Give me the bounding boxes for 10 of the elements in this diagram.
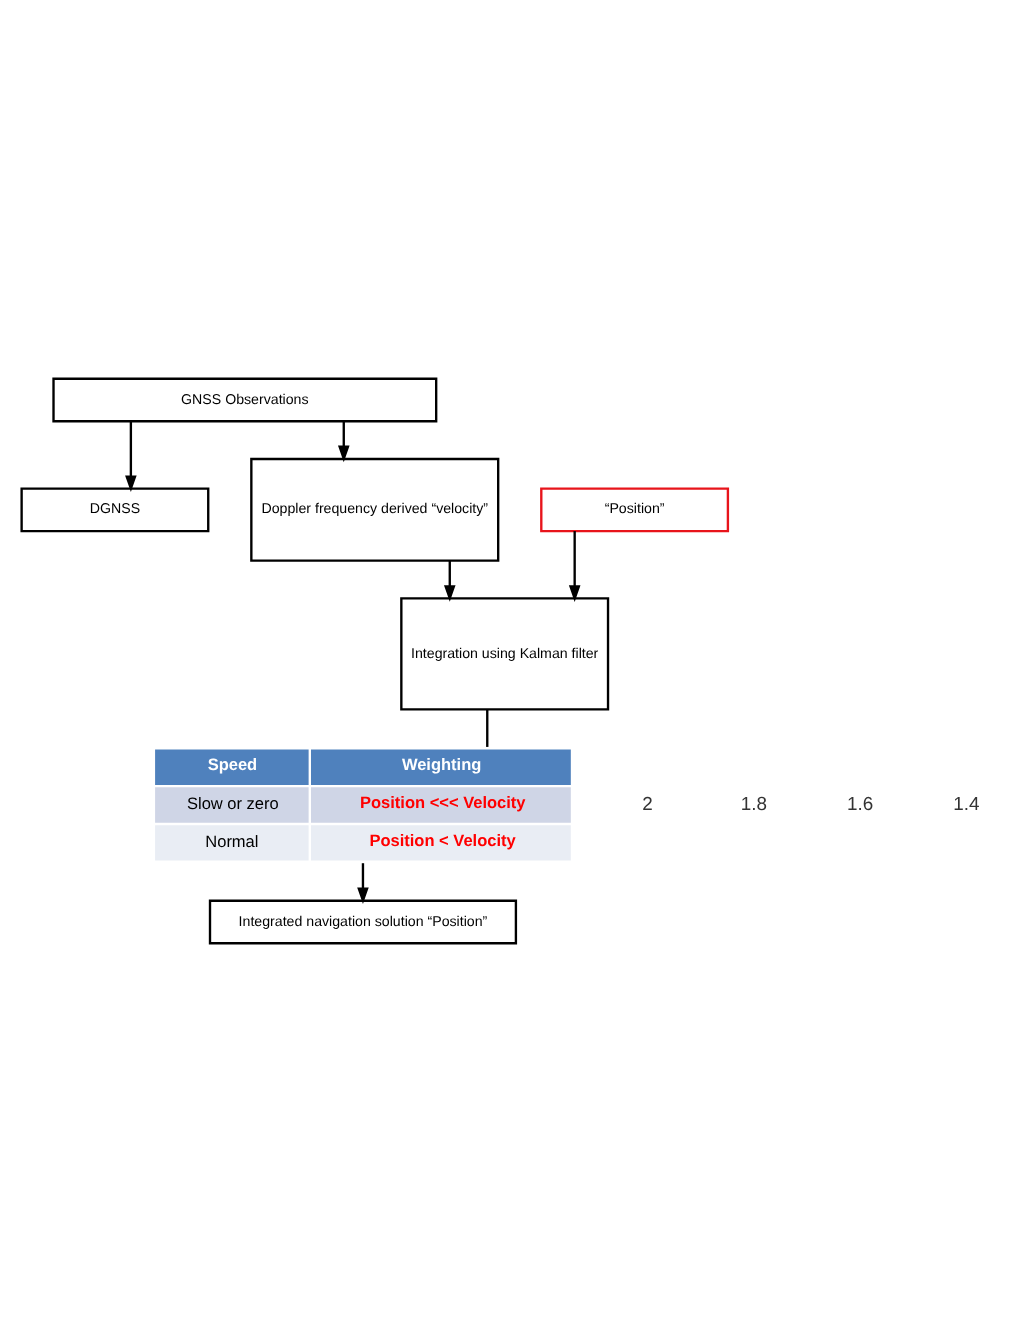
- connector: [486, 708, 489, 746]
- arrow: [337, 420, 350, 462]
- arrow: [568, 530, 581, 601]
- label: 1.6: [847, 792, 874, 815]
- label: 2: [642, 792, 653, 815]
- label: 1.4: [953, 792, 980, 815]
- arrow: [443, 559, 456, 601]
- label: 1.8: [740, 792, 768, 815]
- arrow: [125, 420, 137, 492]
- arrow: [357, 862, 369, 903]
